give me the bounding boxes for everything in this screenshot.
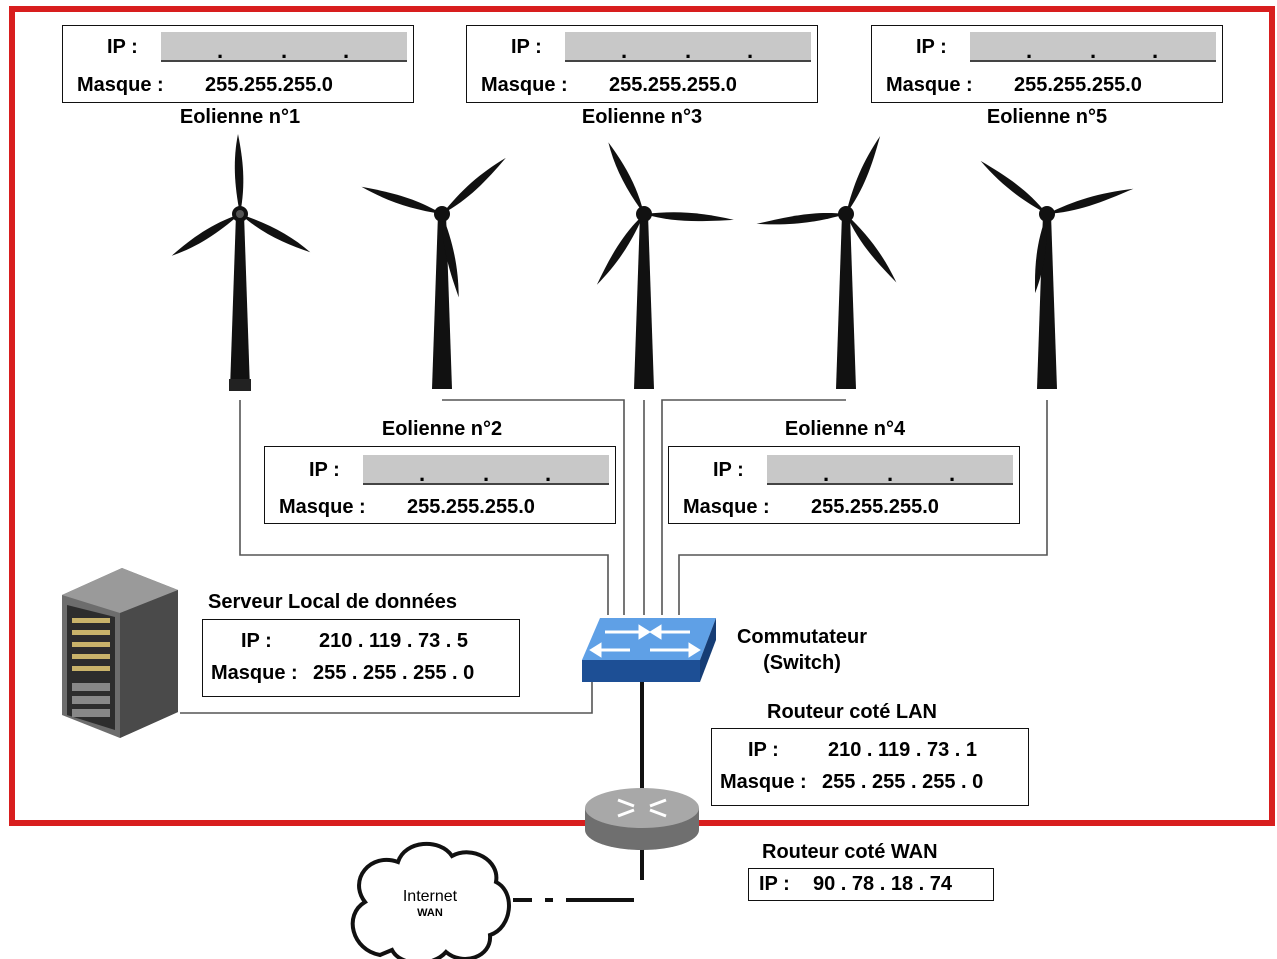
turbine-4-mask-value: 255.255.255.0 [811,496,939,518]
server-title: Serveur Local de données [208,591,457,613]
internet-label-line2: WAN [417,907,443,919]
internet-label: Internet WAN [370,888,490,920]
server-mask-value: 255 . 255 . 255 . 0 [313,662,475,684]
turbine-1 [169,134,312,391]
internet-cloud-icon [350,841,511,959]
turbine-1-ip-label: IP : [107,36,138,58]
turbine-5-ip-label: IP : [916,36,947,58]
server-ip-label: IP : [241,630,272,652]
turbine-2-mask-label: Masque : [279,496,366,518]
switch-label-line2: (Switch) [763,652,841,674]
turbine-4-title: Eolienne n°4 [784,418,906,440]
turbine-3-title: Eolienne n°3 [581,106,703,128]
turbine-3-mask-label: Masque : [481,74,568,96]
server-ip-value: 210 . 119 . 73 . 5 [319,630,469,652]
router-wan-ip-label: IP : [759,873,790,895]
router-lan-config-box: IP : 210 . 119 . 73 . 1 Masque : 255 . 2… [711,728,1029,806]
turbine-2-mask-value: 255.255.255.0 [407,496,535,518]
turbine-5-mask-value: 255.255.255.0 [1014,74,1142,96]
turbine-2-ip-input[interactable]: ... [363,455,609,486]
router-wan-title: Routeur coté WAN [762,841,938,863]
router-wan-config-box: IP : 90 . 78 . 18 . 74 [748,868,994,901]
turbine-3-mask-value: 255.255.255.0 [609,74,737,96]
turbine-3 [596,142,734,389]
switch-icon [582,618,716,682]
turbine-2-config-box: IP : ... Masque : 255.255.255.0 [264,446,616,524]
router-lan-ip-label: IP : [748,739,779,761]
turbine-1-ip-input[interactable]: ... [161,32,407,63]
turbine-5-mask-label: Masque : [886,74,973,96]
turbine-2-ip-label: IP : [309,459,340,481]
turbine-1-title: Eolienne n°1 [179,106,301,128]
turbine-4-config-box: IP : ... Masque : 255.255.255.0 [668,446,1020,524]
internet-label-line1: Internet [402,888,458,905]
turbine-5 [980,160,1134,389]
turbine-1-config-box: IP : ... Masque : 255.255.255.0 [62,25,414,103]
turbine-5-ip-input[interactable]: ... [970,32,1216,63]
server-icon [62,568,178,738]
router-icon [585,788,699,850]
router-lan-mask-value: 255 . 255 . 255 . 0 [822,771,984,793]
router-wan-ip-value: 90 . 78 . 18 . 74 [813,873,952,895]
turbine-1-mask-label: Masque : [77,74,164,96]
turbine-2 [361,157,506,389]
switch-label-line1: Commutateur [736,626,867,648]
router-lan-ip-value: 210 . 119 . 73 . 1 [828,739,978,761]
server-mask-label: Masque : [211,662,298,684]
turbine-4 [756,136,897,389]
turbine-3-ip-label: IP : [511,36,542,58]
turbine-3-ip-input[interactable]: ... [565,32,811,63]
router-lan-title: Routeur coté LAN [767,701,937,723]
turbine-5-title: Eolienne n°5 [986,106,1108,128]
switch-label: Commutateur (Switch) [716,624,888,676]
cables [180,399,1048,714]
router-lan-mask-label: Masque : [720,771,807,793]
turbine-2-title: Eolienne n°2 [381,418,503,440]
turbine-5-config-box: IP : ... Masque : 255.255.255.0 [871,25,1223,103]
turbine-4-ip-input[interactable]: ... [767,455,1013,486]
server-config-box: IP : 210 . 119 . 73 . 5 Masque : 255 . 2… [202,619,520,697]
turbine-4-mask-label: Masque : [683,496,770,518]
turbine-1-mask-value: 255.255.255.0 [205,74,333,96]
turbine-3-config-box: IP : ... Masque : 255.255.255.0 [466,25,818,103]
turbine-4-ip-label: IP : [713,459,744,481]
